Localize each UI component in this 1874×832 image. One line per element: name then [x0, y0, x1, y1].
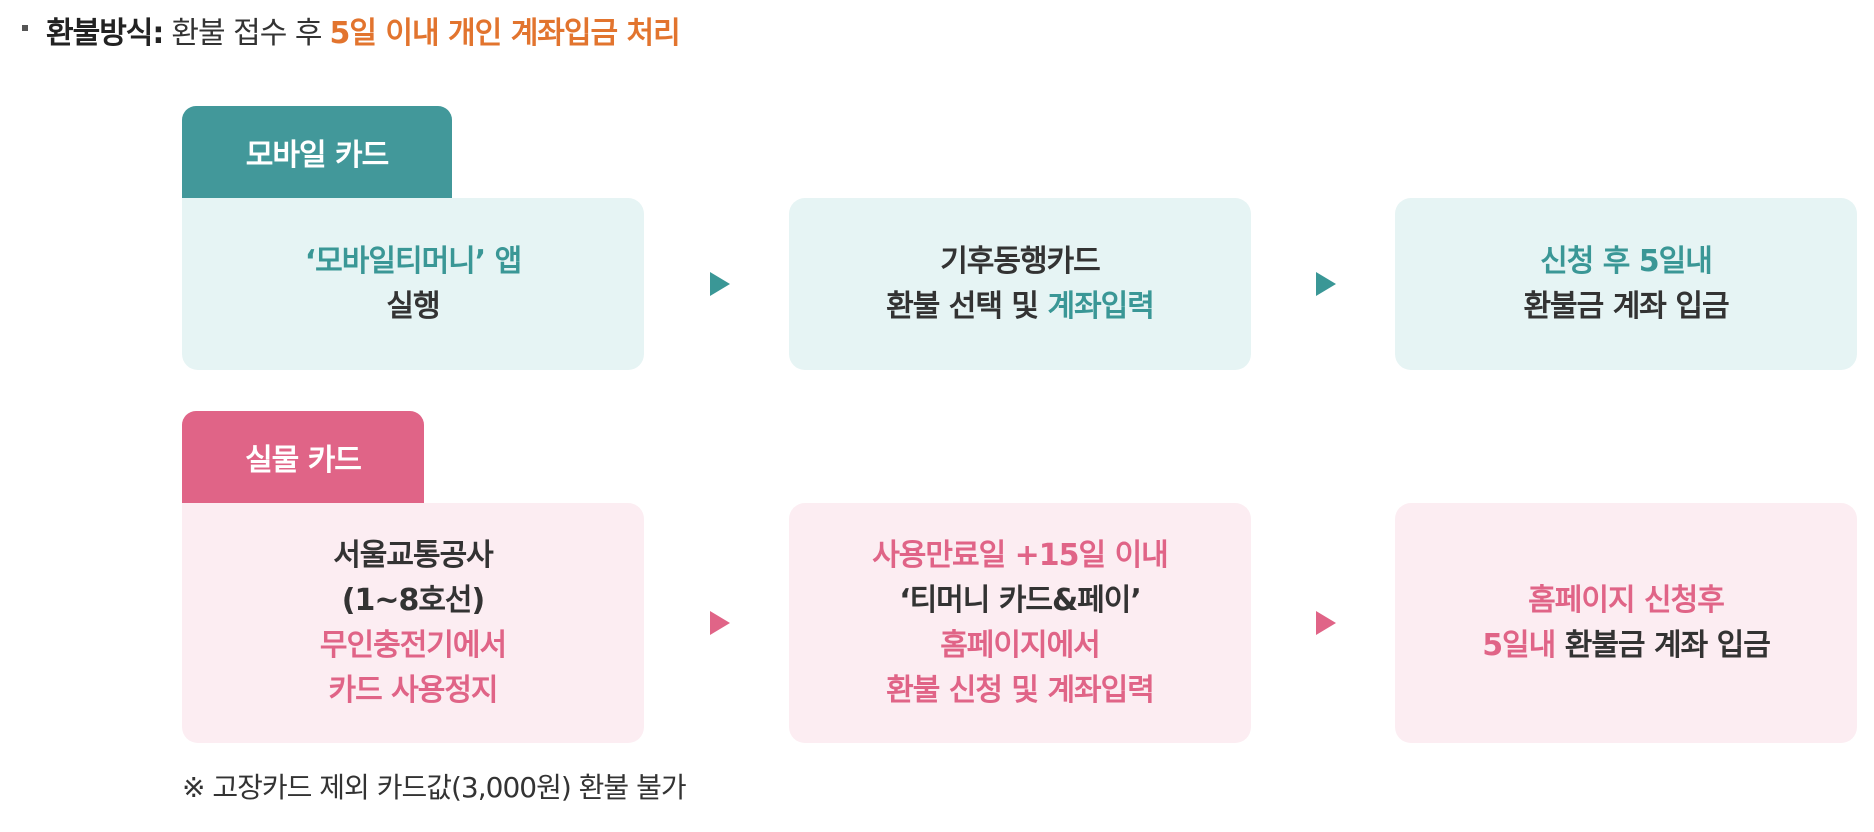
- refund-note: ※ 고장카드 제외 카드값(3,000원) 환불 불가: [182, 771, 687, 804]
- mobile-step-3-line1: 신청 후 5일내: [1540, 244, 1713, 279]
- arrow-right-icon: [1316, 272, 1336, 296]
- physical-step-1-line3: 무인충전기에서: [319, 628, 507, 663]
- physical-step-2-line1: 사용만료일 +15일 이내: [872, 538, 1169, 573]
- mobile-step-3-line2: 환불금 계좌 입금: [1523, 289, 1729, 324]
- physical-step-2-line4: 환불 신청 및 계좌입력: [886, 673, 1155, 708]
- mobile-step-2: 기후동행카드 환불 선택 및 계좌입력: [789, 198, 1251, 370]
- mobile-step-1-line1: ‘모바일티머니’ 앱: [304, 244, 522, 279]
- refund-method-headline: 환불방식: 환불 접수 후 5일 이내 개인 계좌입금 처리: [22, 8, 681, 52]
- arrow-right-icon: [710, 272, 730, 296]
- mobile-step-2-line2a: 환불 선택 및: [886, 289, 1039, 324]
- mobile-step-2-line2b: 계좌입력: [1047, 289, 1154, 324]
- headline-accent: 5일 이내 개인 계좌입금 처리: [329, 16, 680, 51]
- physical-step-1-line2: (1~8호선): [341, 583, 486, 618]
- mobile-step-1-line2: 실행: [386, 289, 440, 324]
- mobile-step-2-line1: 기후동행카드: [940, 244, 1101, 279]
- physical-step-2-line2: ‘티머니 카드&페이’: [899, 583, 1142, 618]
- mobile-step-1: ‘모바일티머니’ 앱 실행: [182, 198, 644, 370]
- physical-step-3-line1: 홈페이지 신청후: [1528, 583, 1725, 618]
- physical-step-1-line1: 서울교통공사: [333, 538, 494, 573]
- mobile-card-tab: 모바일 카드: [182, 106, 452, 198]
- arrow-right-icon: [710, 611, 730, 635]
- physical-step-2-line3: 홈페이지에서: [940, 628, 1101, 663]
- physical-step-1-line4: 카드 사용정지: [328, 673, 498, 708]
- mobile-step-3: 신청 후 5일내 환불금 계좌 입금: [1395, 198, 1857, 370]
- headline-text: 환불 접수 후: [171, 16, 322, 51]
- physical-card-tab: 실물 카드: [182, 411, 424, 503]
- physical-step-3-line2b: 환불금 계좌 입금: [1564, 628, 1771, 663]
- physical-step-1: 서울교통공사 (1~8호선) 무인충전기에서 카드 사용정지: [182, 503, 644, 743]
- physical-step-3-line2: 5일내 환불금 계좌 입금: [1482, 623, 1771, 668]
- physical-step-2: 사용만료일 +15일 이내 ‘티머니 카드&페이’ 홈페이지에서 환불 신청 및…: [789, 503, 1251, 743]
- arrow-right-icon: [1316, 611, 1336, 635]
- physical-step-3: 홈페이지 신청후 5일내 환불금 계좌 입금: [1395, 503, 1857, 743]
- mobile-step-2-line2: 환불 선택 및 계좌입력: [886, 284, 1155, 329]
- bullet-icon: [22, 25, 28, 31]
- headline-label: 환불방식:: [46, 16, 164, 51]
- physical-step-3-line2a: 5일내: [1482, 628, 1556, 663]
